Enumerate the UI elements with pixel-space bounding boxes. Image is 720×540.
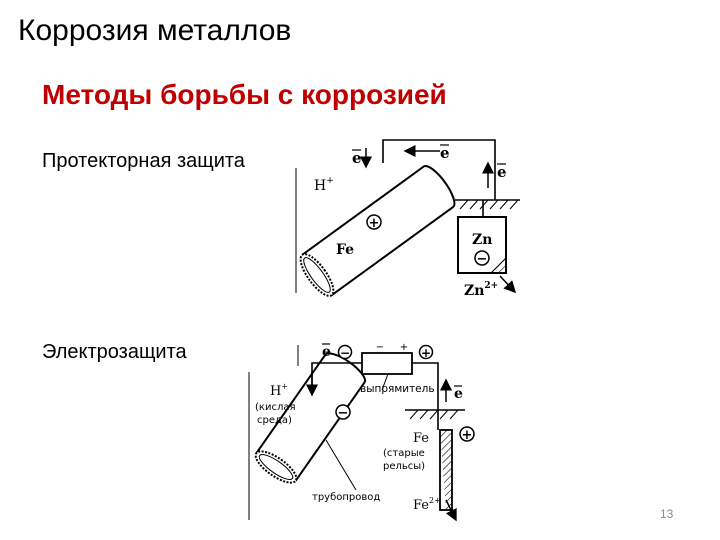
pipe-metal-label: Fe	[336, 242, 354, 258]
positive-sign: +	[369, 216, 380, 231]
positive-charge-icon	[366, 214, 382, 230]
negative-charge-icon	[335, 404, 351, 420]
zinc-ion-label: Zn2+	[464, 281, 498, 299]
protector-metal-label: Zn	[472, 232, 492, 248]
anode-note-line1: (старые	[383, 448, 425, 459]
ground-symbol	[405, 409, 465, 420]
positive-terminal-icon	[418, 344, 434, 360]
protector-wire	[382, 139, 496, 200]
section-title: Методы борьбы с коррозией	[42, 79, 447, 110]
rectifier-minus: −	[376, 342, 384, 353]
iron-pipe	[299, 165, 456, 297]
positive-wire	[412, 362, 439, 430]
method-label-electro: Электрозащита	[42, 341, 187, 363]
pipe-label-leader	[325, 439, 357, 491]
negative-wire	[311, 362, 362, 392]
page-number: 13	[660, 507, 674, 521]
electron-label: e	[440, 144, 450, 162]
electro-diagram: − + выпрямитель e e	[248, 342, 475, 522]
method-label-protector: Протекторная защита	[42, 150, 245, 172]
zinc-corrosion-hatch	[489, 256, 507, 274]
negative-terminal-icon	[337, 344, 353, 360]
negative-sign: −	[477, 252, 488, 267]
anode-note-line2: рельсы)	[383, 461, 425, 472]
rectifier-plus: +	[400, 342, 408, 353]
rail-corrosion-hatch	[440, 430, 452, 510]
electron-label: e	[322, 344, 331, 360]
positive-sign: +	[462, 428, 473, 443]
hydrogen-ion-label: H+	[314, 176, 334, 194]
negative-sign: −	[338, 406, 349, 421]
positive-charge-icon	[459, 426, 475, 442]
rectifier-box	[361, 352, 413, 375]
hydrogen-ion-label: H+	[270, 382, 288, 399]
negative-charge-icon	[474, 250, 490, 266]
protector-diagram: e e e H+ + Fe Zn − Zn2+	[295, 139, 520, 299]
ground-symbol	[455, 199, 520, 210]
pipeline	[254, 352, 366, 484]
positive-sign: +	[421, 346, 431, 360]
electron-label: e	[454, 386, 463, 402]
rectifier-label: выпрямитель	[360, 383, 435, 395]
anode-metal-label: Fe	[413, 431, 429, 446]
zinc-ion-arrow	[499, 275, 517, 294]
iron-ion-arrow	[445, 499, 457, 522]
medium-label-line2: среда)	[257, 415, 292, 426]
iron-ion-label: Fe2+	[413, 496, 441, 513]
electron-label: e	[352, 149, 362, 167]
medium-label-line1: (кислая	[255, 402, 295, 413]
electron-label: e	[497, 163, 507, 181]
negative-sign: −	[340, 346, 350, 360]
slide-title: Коррозия металлов	[18, 14, 292, 47]
pipe-label: трубопровод	[312, 492, 380, 503]
